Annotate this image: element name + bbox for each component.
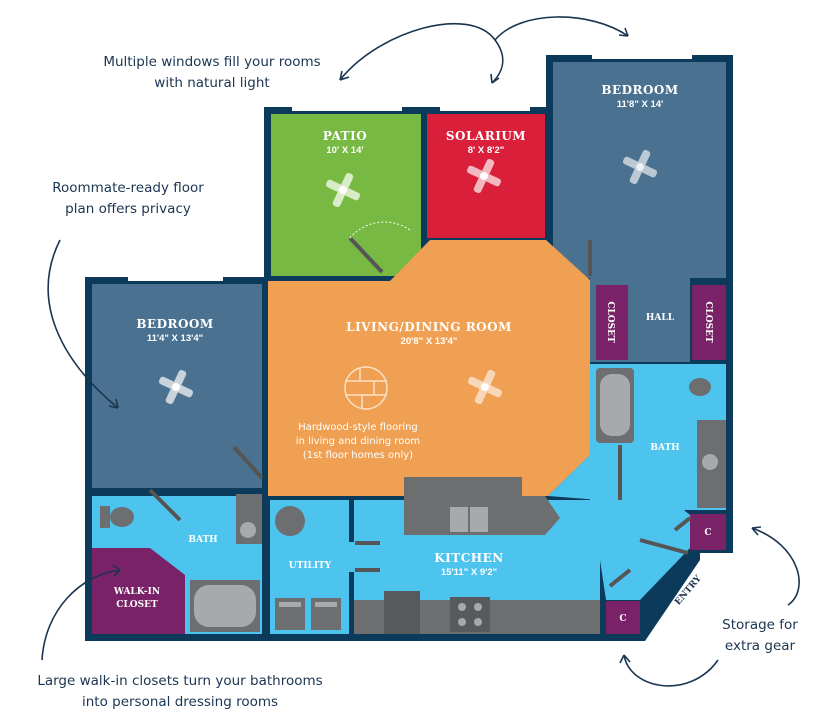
ceiling-fan-icon <box>467 369 503 405</box>
bedroom-right-label: BEDROOM <box>601 83 678 97</box>
walk-in-label-2: CLOSET <box>116 600 158 610</box>
toilet-tank <box>100 506 110 528</box>
closet-right-label: CLOSET <box>703 301 713 343</box>
ceiling-fan-icon <box>466 158 502 194</box>
storage-closet-2 <box>606 601 640 634</box>
flooring-note-line2: in living and dining room <box>296 436 420 447</box>
sink <box>702 454 718 470</box>
doors <box>148 221 692 588</box>
bath-right-label: BATH <box>650 443 680 453</box>
annotation-arrows <box>41 16 800 687</box>
closet-right <box>692 285 726 360</box>
refrigerator <box>384 591 420 634</box>
storage-c1-label: C <box>704 528 711 538</box>
storage-annotation-2: extra gear <box>725 638 796 654</box>
bedroom-right-dims: 11'8" X 14' <box>617 99 664 110</box>
living-dining-room <box>268 240 590 496</box>
roommate-annotation-1: Roommate-ready floor <box>52 180 204 196</box>
walkin-annotation-1: Large walk-in closets turn your bathroom… <box>37 673 322 689</box>
solarium-dims: 8' X 8'2" <box>468 145 505 156</box>
closet-left <box>596 285 628 360</box>
sink <box>240 522 256 538</box>
bedroom-left-dims: 11'4" X 13'4" <box>147 333 203 344</box>
utility-wall <box>349 500 354 542</box>
toilet-right <box>689 378 711 396</box>
bath-left-label: BATH <box>188 535 218 545</box>
tub-basin <box>194 585 256 627</box>
roommate-annotation-2: plan offers privacy <box>65 201 191 217</box>
washer-panel <box>279 602 301 607</box>
walk-in-closet <box>92 548 185 634</box>
closet-left-label: CLOSET <box>605 301 615 343</box>
water-heater <box>275 506 305 536</box>
bedroom-left-label: BEDROOM <box>136 317 213 331</box>
tub-basin <box>600 374 630 436</box>
entry-area <box>548 452 690 600</box>
walk-in-label-1: WALK-IN <box>113 587 160 597</box>
windows-annotation-2: with natural light <box>154 75 269 91</box>
ceiling-fan-icon <box>158 369 194 405</box>
dryer-panel <box>315 602 337 607</box>
storage-c2-label: C <box>619 614 626 624</box>
hardwood-floor-icon <box>344 366 388 410</box>
flooring-note-line3: (1st floor homes only) <box>303 450 413 461</box>
ceiling-fan-icon <box>325 172 361 208</box>
patio-dims: 10' X 14' <box>326 145 363 156</box>
walkin-annotation-2: into personal dressing rooms <box>82 694 278 710</box>
utility-label: UTILITY <box>289 561 332 571</box>
kitchen-island <box>404 477 560 535</box>
windows <box>128 55 692 281</box>
flooring-note-line1: Hardwood-style flooring <box>298 422 418 433</box>
patio-label: PATIO <box>323 129 367 143</box>
utility-wall <box>349 572 354 634</box>
toilet-left <box>110 507 134 527</box>
burners <box>458 603 482 626</box>
living-label: LIVING/DINING ROOM <box>346 320 512 334</box>
storage-closet-1 <box>690 514 726 550</box>
solarium-label: SOLARIUM <box>446 129 526 143</box>
kitchen-dims: 15'11" X 9'2" <box>441 567 497 578</box>
hall-label: HALL <box>646 313 675 323</box>
ceiling-fan-icon <box>622 149 658 185</box>
kitchen-label: KITCHEN <box>434 551 503 565</box>
living-dims: 20'8" X 13'4" <box>401 336 458 347</box>
storage-annotation-1: Storage for <box>722 617 798 633</box>
stove <box>450 597 490 632</box>
windows-annotation-1: Multiple windows fill your rooms <box>103 54 320 70</box>
